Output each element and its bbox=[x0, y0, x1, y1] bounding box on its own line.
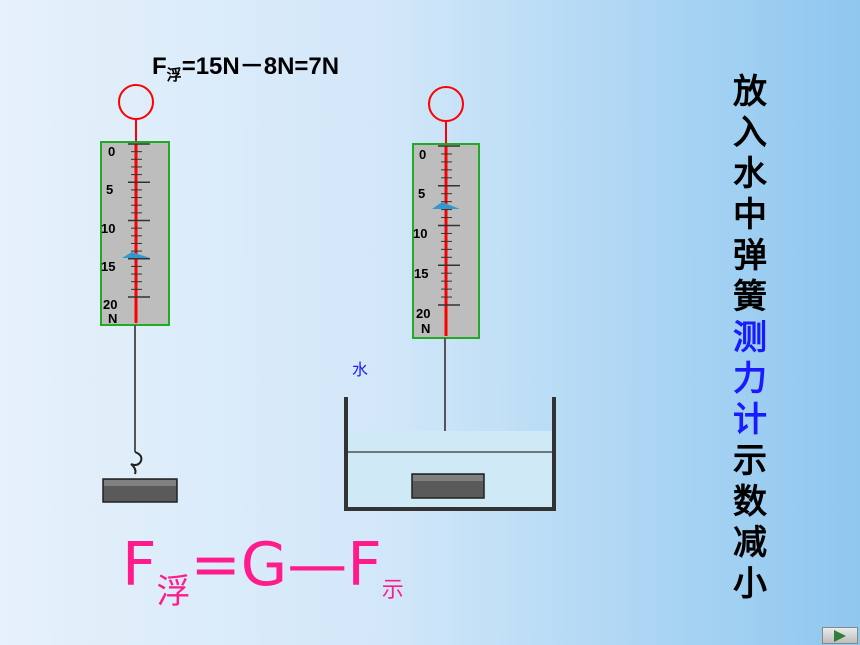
formula-reading-subscript: 示 bbox=[381, 578, 404, 603]
caption-char: 测 bbox=[733, 318, 767, 358]
formula-buoyancy-subscript: 浮 bbox=[156, 572, 191, 612]
scale-label-left-15: 15 bbox=[101, 259, 115, 274]
water-label: 水 bbox=[352, 360, 369, 379]
scale-label-right-10: 10 bbox=[413, 226, 427, 241]
caption-char: 放 bbox=[733, 72, 767, 112]
scale-ring-right bbox=[428, 86, 464, 122]
caption-char: 簧 bbox=[733, 277, 767, 317]
weight-block-left-shade bbox=[104, 480, 176, 486]
container-walls bbox=[344, 397, 556, 511]
caption-highlight: 测 力 计 bbox=[728, 318, 772, 441]
buoyancy-subscript: 浮 bbox=[166, 67, 182, 84]
scale-ticks-right bbox=[438, 145, 460, 306]
scale-label-right-0: 0 bbox=[419, 147, 426, 162]
scale-label-right-15: 15 bbox=[414, 266, 428, 281]
scale-unit-right: N bbox=[421, 321, 430, 336]
caption-char: 力 bbox=[733, 359, 767, 399]
play-icon bbox=[834, 629, 846, 642]
scale-ticks-left bbox=[128, 143, 150, 298]
scale-unit-left: N bbox=[108, 311, 117, 326]
caption-char: 小 bbox=[733, 564, 767, 604]
caption-char: 示 bbox=[733, 441, 767, 481]
scale-indicator-left bbox=[122, 252, 150, 258]
spring-scale-left: 0 5 10 15 20 N bbox=[100, 84, 178, 503]
vertical-caption: 放 入 水 中 弹 簧 测 力 计 示 数 减 小 bbox=[728, 72, 772, 605]
scale-label-right-20: 20 bbox=[416, 306, 430, 321]
scale-labels-left: 0 5 10 15 20 N bbox=[101, 144, 117, 326]
scale-label-left-10: 10 bbox=[101, 221, 115, 236]
scale-label-right-5: 5 bbox=[418, 186, 425, 201]
formula-force-symbol: F bbox=[122, 530, 157, 600]
caption-char: 计 bbox=[733, 400, 767, 440]
spring-scale-right: 0 5 10 15 20 N bbox=[412, 86, 480, 475]
hook-left bbox=[130, 451, 143, 475]
caption-char: 减 bbox=[733, 523, 767, 563]
scale-labels-right: 0 5 10 15 20 N bbox=[413, 147, 430, 336]
force-symbol: F bbox=[152, 53, 167, 80]
water-container bbox=[344, 397, 556, 511]
weight-block-right-shade bbox=[413, 475, 483, 481]
caption-char: 入 bbox=[733, 113, 767, 153]
caption-part-1: 放 入 水 中 弹 簧 bbox=[728, 72, 772, 318]
scale-indicator-right bbox=[432, 202, 460, 209]
caption-char: 数 bbox=[733, 482, 767, 522]
next-slide-button[interactable] bbox=[822, 627, 858, 644]
calculation-text: =15N－8N=7N bbox=[181, 53, 340, 80]
caption-part-2: 示 数 减 小 bbox=[728, 441, 772, 605]
caption-char: 水 bbox=[733, 154, 767, 194]
scale-label-left-0: 0 bbox=[108, 144, 115, 159]
scale-label-left-5: 5 bbox=[106, 182, 113, 197]
buoyancy-calculation: F浮=15N－8N=7N bbox=[152, 46, 340, 84]
buoyancy-formula: F浮=G—F示 bbox=[122, 530, 404, 614]
scale-label-left-20: 20 bbox=[103, 297, 117, 312]
scale-ring-left bbox=[118, 84, 154, 120]
caption-char: 弹 bbox=[733, 236, 767, 276]
caption-char: 中 bbox=[733, 195, 767, 235]
formula-middle: =G—F bbox=[190, 530, 382, 600]
